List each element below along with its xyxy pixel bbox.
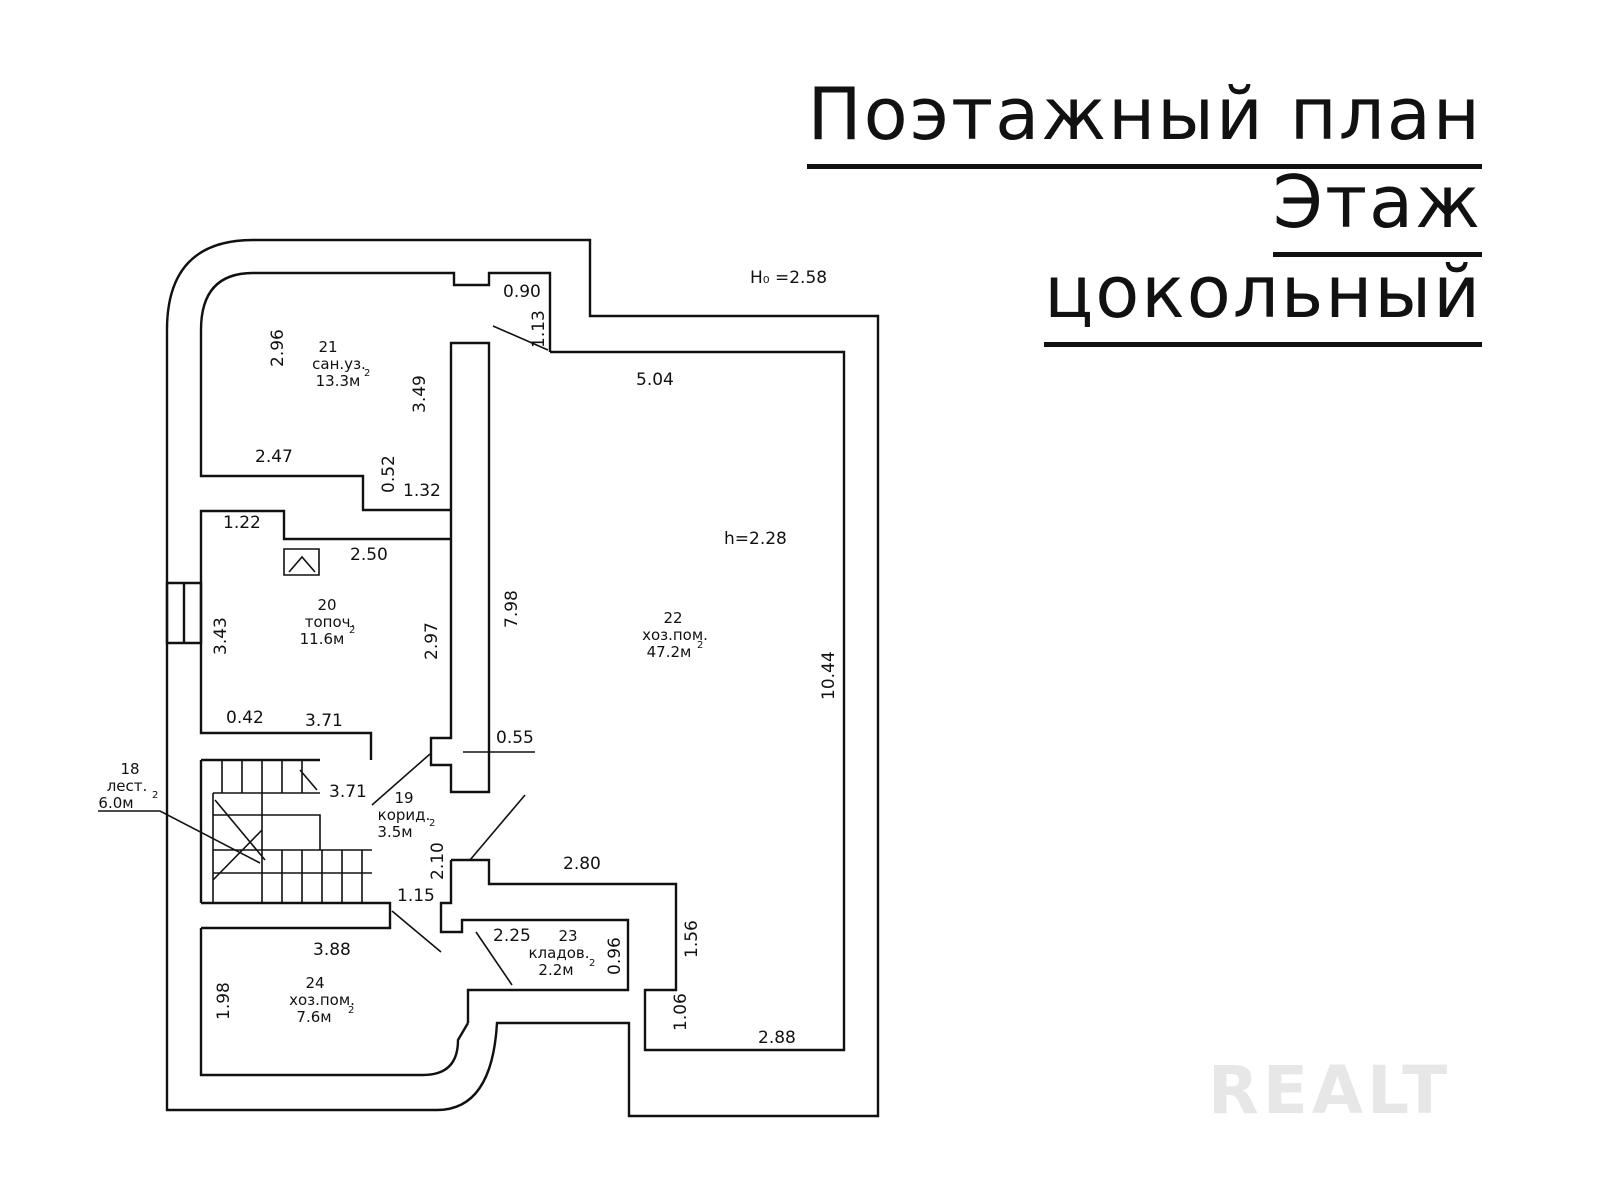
dim-3-49: 3.49	[410, 375, 430, 413]
dim-0-96: 0.96	[605, 937, 625, 975]
room-19-sup: 2	[429, 818, 435, 829]
room-20-area: 11.6м	[300, 630, 345, 648]
title-line-2: Этаж	[1272, 166, 1482, 257]
dim-3-71-stair: 3.71	[329, 782, 367, 802]
room-22-name: хоз.пом.	[642, 626, 708, 644]
dim-0-42: 0.42	[226, 708, 264, 728]
room-22-wall	[451, 350, 846, 1052]
dim-2-80: 2.80	[563, 854, 601, 874]
dim-1-32: 1.32	[403, 481, 441, 501]
room-18-number: 18	[120, 760, 139, 778]
room-23-number: 23	[558, 927, 577, 945]
dim-3-71-top: 3.71	[305, 711, 343, 731]
room-24-label: 24 хоз.пом. 7.6м 2	[289, 974, 355, 1026]
room-labels: 18 лест. 6.0м 2 19 корид. 3.5м 2 20 топо…	[98, 338, 708, 1026]
room-21-label: 21 сан.уз. 13.3м 2	[312, 338, 370, 390]
room-18-area: 6.0м	[98, 794, 133, 812]
outer-wall	[165, 238, 880, 1118]
dim-2-88: 2.88	[758, 1028, 796, 1048]
dim-2-47: 2.47	[255, 447, 293, 467]
dim-1-56: 1.56	[682, 920, 702, 958]
dim-5-04: 5.04	[636, 370, 674, 390]
room-20-number: 20	[317, 596, 336, 614]
dim-1-13: 1.13	[529, 310, 549, 348]
room-22-label: 22 хоз.пом. 47.2м 2	[642, 609, 708, 661]
dim-0-90: 0.90	[503, 282, 541, 302]
room-24-sup: 2	[348, 1005, 354, 1016]
room-24-wall	[199, 928, 470, 1077]
room-23-area: 2.2м	[538, 961, 573, 979]
realt-watermark: REALT	[1208, 1052, 1452, 1129]
height-labels: H₀ =2.58 h=2.28	[724, 268, 827, 549]
room-19-label: 19 корид. 3.5м 2	[377, 789, 435, 841]
room-18-name: лест.	[107, 777, 148, 795]
stair-wall	[201, 758, 630, 1023]
dim-2-96: 2.96	[268, 329, 288, 367]
dim-1-06: 1.06	[671, 993, 691, 1031]
title-line-1: Поэтажный план	[807, 78, 1482, 169]
dim-2-50: 2.50	[350, 545, 388, 565]
room-21-name: сан.уз.	[312, 355, 366, 373]
vent-symbol	[283, 548, 320, 576]
walls	[98, 238, 880, 1118]
room-20-wall	[199, 509, 451, 903]
height-h-room: h=2.28	[724, 529, 787, 549]
dim-7-98: 7.98	[502, 590, 522, 628]
room-19-number: 19	[394, 789, 413, 807]
window-20	[165, 581, 203, 645]
room-22-number: 22	[663, 609, 682, 627]
title-floor: Этаж	[1272, 166, 1482, 257]
room-22-sup: 2	[697, 640, 703, 651]
room-21-sup: 2	[364, 368, 370, 379]
central-partition	[429, 341, 491, 794]
dim-1-98: 1.98	[214, 982, 234, 1020]
dimension-labels: 0.90 2.96 1.13 3.49 5.04 2.47 0.52 1.32 …	[211, 282, 839, 1048]
room-20-name: топоч.	[305, 613, 356, 631]
room-24-name: хоз.пом.	[289, 991, 355, 1009]
stair-treads	[212, 760, 372, 903]
room-23-label: 23 кладов. 2.2м 2	[529, 927, 596, 979]
dim-1-22: 1.22	[223, 513, 261, 533]
door-lines	[98, 325, 549, 986]
dim-1-15: 1.15	[397, 886, 435, 906]
dim-2-10: 2.10	[428, 842, 448, 880]
title-basement: цокольный	[1044, 256, 1482, 347]
room-20-sup: 2	[349, 625, 355, 636]
dim-2-25: 2.25	[493, 926, 531, 946]
room-24-number: 24	[305, 974, 324, 992]
room-21-wall	[199, 271, 552, 512]
room-21-area: 13.3м	[316, 372, 361, 390]
dim-0-55: 0.55	[496, 728, 534, 748]
dim-2-97: 2.97	[422, 622, 442, 660]
room-19-name: корид.	[378, 806, 431, 824]
dim-10-44: 10.44	[819, 651, 839, 700]
height-h0: H₀ =2.58	[750, 268, 827, 288]
room-23-name: кладов.	[529, 944, 590, 962]
dim-0-52: 0.52	[379, 455, 399, 493]
title-line-3: цокольный	[1044, 256, 1482, 347]
room-22-area: 47.2м	[647, 643, 692, 661]
title-floor-plan: Поэтажный план	[807, 78, 1482, 169]
room-23-sup: 2	[589, 958, 595, 969]
room-18-sup: 2	[152, 790, 158, 801]
room-24-area: 7.6м	[296, 1008, 331, 1026]
room-18-label: 18 лест. 6.0м 2	[98, 760, 158, 812]
room-19-area: 3.5м	[377, 823, 412, 841]
room-21-number: 21	[318, 338, 337, 356]
dim-3-88: 3.88	[313, 940, 351, 960]
dim-3-43: 3.43	[211, 617, 231, 655]
room-20-label: 20 топоч. 11.6м 2	[300, 596, 356, 648]
